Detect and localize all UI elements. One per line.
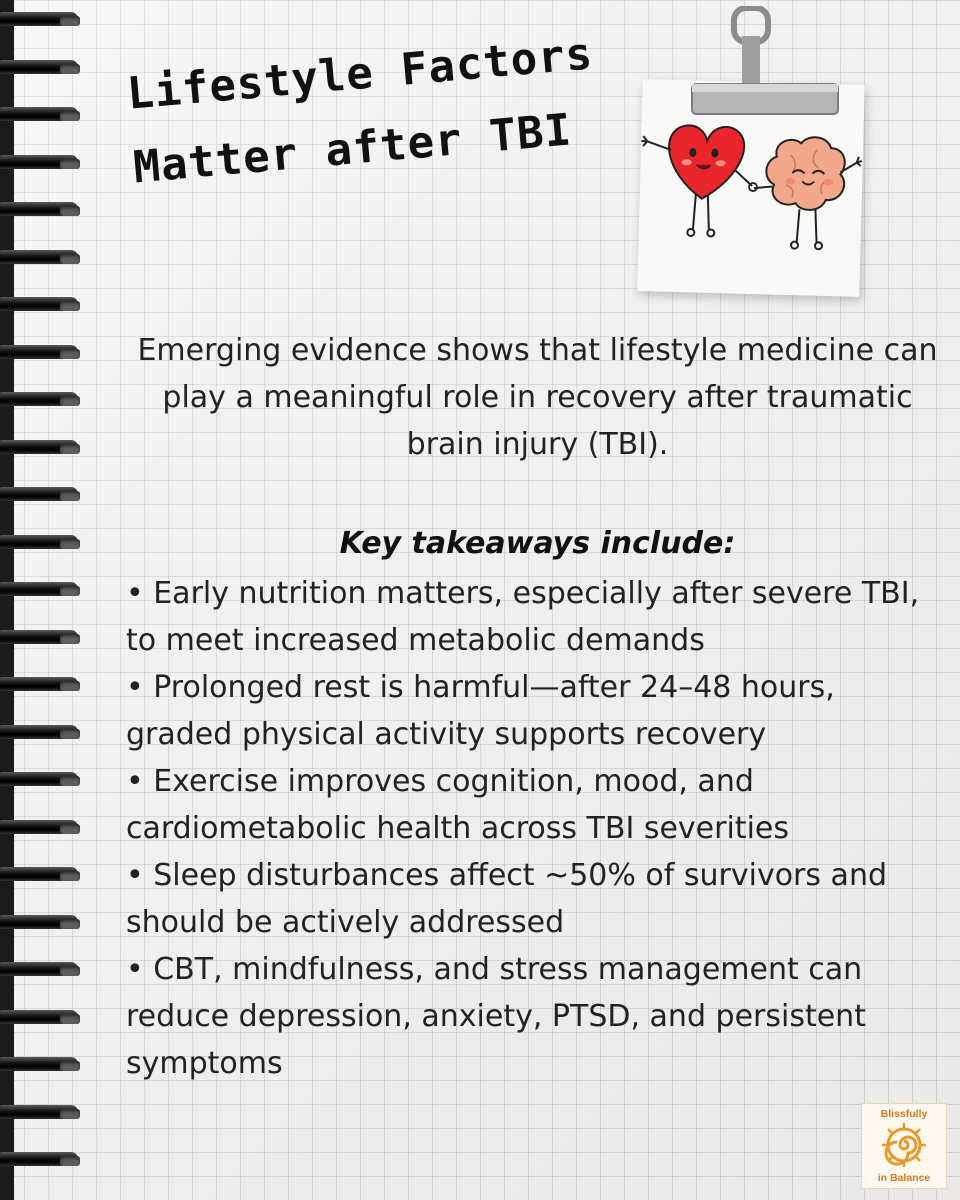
- spiral-logo-icon: [882, 1123, 926, 1167]
- illustration-card: [637, 79, 865, 297]
- binding-ring: [0, 101, 82, 129]
- binding-ring: [0, 956, 82, 984]
- page-title: Lifestyle Factors Matter after TBI: [124, 17, 602, 205]
- binding-ring: [0, 149, 82, 177]
- binding-ring: [0, 719, 82, 747]
- list-item: • Prolonged rest is harmful—after 24–48 …: [126, 670, 835, 752]
- binding-ring: [0, 1146, 82, 1174]
- binding-ring: [0, 481, 82, 509]
- binding-ring: [0, 339, 82, 367]
- binding-ring: [0, 576, 82, 604]
- intro-paragraph: Emerging evidence shows that lifestyle m…: [137, 333, 938, 462]
- binding-ring: [0, 196, 82, 224]
- heart-character-icon: [641, 124, 753, 238]
- binding-ring: [0, 529, 82, 557]
- logo-text-bottom: in Balance: [877, 1172, 931, 1184]
- binding-ring: [0, 6, 82, 34]
- logo-text-top: Blissfully: [880, 1108, 928, 1120]
- list-item: • Sleep disturbances affect ~50% of surv…: [126, 858, 888, 940]
- binding-ring: [0, 814, 82, 842]
- takeaways-list: • Early nutrition matters, especially af…: [126, 570, 938, 1087]
- brain-character-icon: [753, 136, 863, 251]
- holding-hands-icon: [748, 182, 758, 192]
- binding-ring: [0, 1099, 82, 1127]
- binding-ring: [0, 766, 82, 794]
- list-item: • CBT, mindfulness, and stress managemen…: [126, 952, 866, 1081]
- binding-ring: [0, 54, 82, 82]
- binding-ring: [0, 434, 82, 462]
- binder-clip-icon: [691, 6, 839, 115]
- binding-ring: [0, 909, 82, 937]
- binding-ring: [0, 386, 82, 414]
- binding-ring: [0, 624, 82, 652]
- list-item: • Early nutrition matters, especially af…: [126, 576, 920, 658]
- key-takeaways-heading: Key takeaways include:: [339, 526, 736, 561]
- binding-ring: [0, 291, 82, 319]
- heart-and-brain-illustration: [641, 124, 863, 251]
- binding-ring: [0, 1051, 82, 1079]
- binding-ring: [0, 861, 82, 889]
- binding-ring: [0, 1004, 82, 1032]
- brand-logo: Blissfully in Balance: [861, 1103, 947, 1189]
- binding-ring: [0, 244, 82, 272]
- list-item: • Exercise improves cognition, mood, and…: [126, 764, 789, 846]
- binding-ring: [0, 671, 82, 699]
- spiral-binding: [0, 0, 100, 1200]
